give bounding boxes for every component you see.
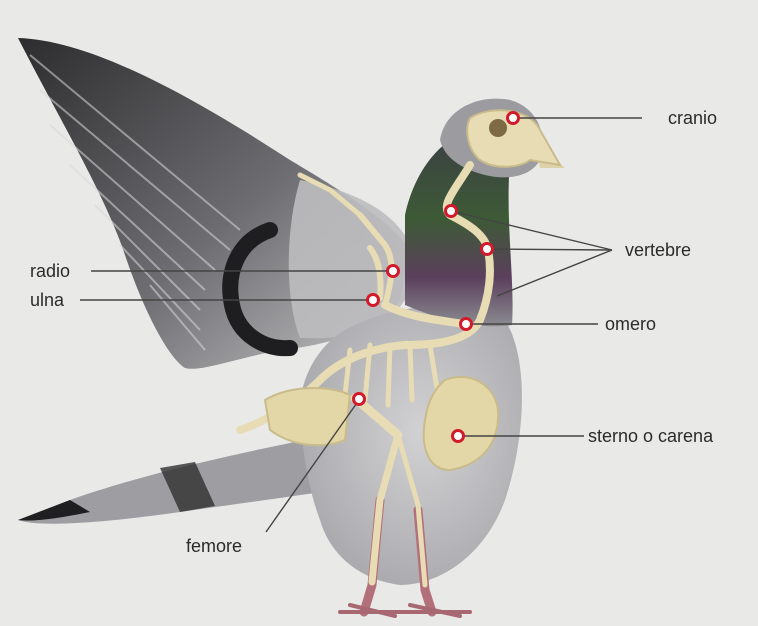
marker-sterno [453, 431, 464, 442]
leader-vertebre-2 [487, 249, 612, 250]
label-cranio: cranio [668, 109, 717, 127]
wing [18, 38, 410, 369]
marker-ulna [368, 295, 379, 306]
marker-vertebre-2 [482, 244, 493, 255]
label-omero: omero [605, 315, 656, 333]
pelvis [265, 388, 350, 445]
marker-omero [461, 319, 472, 330]
label-ulna: ulna [30, 291, 64, 309]
label-radio: radio [30, 262, 70, 280]
label-vertebre: vertebre [625, 241, 691, 259]
label-femore: femore [186, 537, 242, 555]
label-sterno: sterno o carena [588, 427, 713, 445]
marker-cranio [508, 113, 519, 124]
marker-vertebre-1 [446, 206, 457, 217]
leader-vertebre-3 [497, 250, 612, 296]
marker-radio [388, 266, 399, 277]
marker-femore [354, 394, 365, 405]
